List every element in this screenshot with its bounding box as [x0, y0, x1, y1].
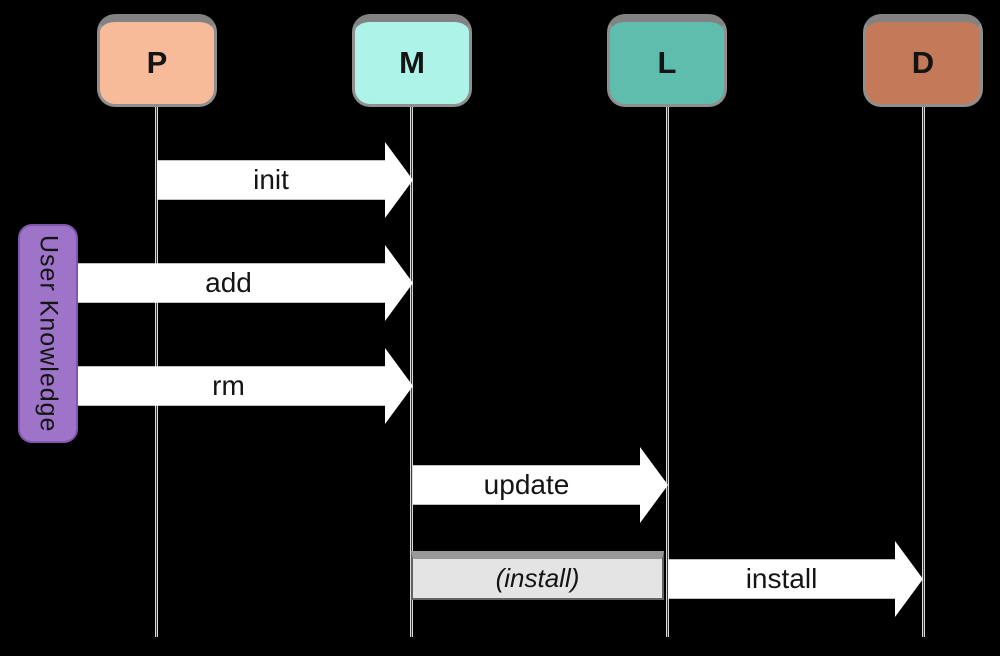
message-arrow-rm: rm: [72, 348, 413, 424]
actor-label-p: P: [146, 45, 168, 80]
actor-node-p: P: [97, 14, 217, 107]
message-label-install: install: [745, 563, 818, 594]
note-bar-install: (install): [411, 551, 664, 600]
lifeline-d: [922, 106, 925, 637]
message-arrow-update: update: [413, 447, 668, 523]
message-arrow-install: install: [668, 541, 923, 617]
message-label-rm: rm: [212, 370, 245, 401]
message-label-update: update: [483, 469, 570, 500]
message-arrow-add: add: [72, 245, 413, 321]
message-label-add: add: [205, 267, 252, 298]
actor-node-l: L: [607, 14, 727, 107]
actor-label-d: D: [911, 45, 935, 80]
actor-label-m: M: [399, 45, 425, 80]
actor-node-m: M: [352, 14, 472, 107]
lifeline-m: [410, 106, 413, 637]
note-label-install: (install): [495, 563, 580, 593]
lifeline-l: [666, 106, 669, 637]
group-label-text: User Knowledge: [34, 234, 63, 433]
actor-label-l: L: [657, 45, 677, 80]
actor-node-d: D: [863, 14, 983, 107]
message-label-init: init: [253, 164, 289, 195]
message-arrow-init: init: [157, 142, 413, 218]
group-label-user-knowledge: User Knowledge: [18, 224, 78, 443]
